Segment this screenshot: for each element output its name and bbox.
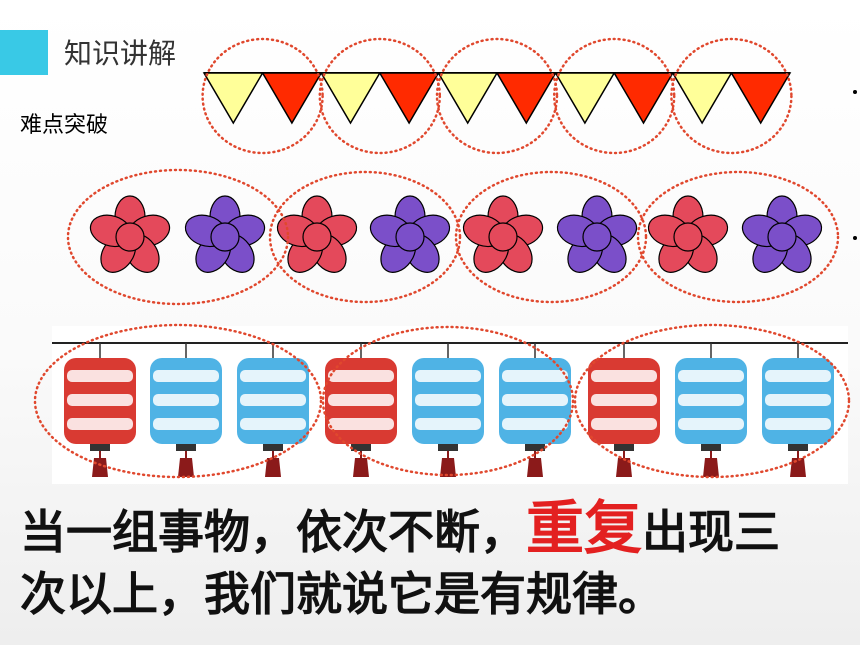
- group-circle: [573, 323, 851, 479]
- group-circle: [268, 170, 462, 304]
- group-circle: [318, 37, 442, 155]
- rule-text-part2: 出现三: [642, 505, 781, 559]
- flag-row: [201, 37, 857, 155]
- group-circle: [201, 37, 324, 155]
- red-flag: [261, 72, 323, 125]
- group-circle: [321, 325, 575, 477]
- group-circle: [454, 170, 648, 304]
- blue-lantern: [762, 343, 834, 477]
- group-circle: [66, 168, 290, 306]
- purple-flower: [737, 195, 827, 280]
- edge-dot: [853, 236, 857, 240]
- yellow-flag: [202, 72, 264, 125]
- red-flower: [272, 195, 362, 280]
- purple-flower: [552, 195, 642, 280]
- blue-lantern: [499, 343, 571, 477]
- lantern-row: [33, 323, 851, 484]
- red-lantern: [588, 343, 660, 477]
- rule-text-part1: 当一组事物，依次不断，: [20, 505, 526, 559]
- rule-highlight-word: 重复: [526, 497, 643, 562]
- red-flower: [643, 195, 733, 280]
- group-circle: [33, 323, 323, 479]
- blue-lantern: [412, 343, 484, 477]
- red-flag: [612, 72, 675, 125]
- yellow-flag: [671, 72, 733, 125]
- blue-lantern: [150, 343, 222, 477]
- group-circle: [670, 37, 793, 155]
- flower-row: [66, 168, 857, 306]
- blue-lantern: [237, 343, 309, 477]
- edge-dot: [853, 90, 857, 94]
- blue-lantern: [675, 343, 747, 477]
- red-flag: [730, 72, 792, 125]
- red-flag: [378, 72, 440, 125]
- section-title: 知识讲解: [64, 37, 177, 70]
- yellow-flag: [554, 72, 616, 125]
- red-flag: [495, 72, 557, 125]
- red-flower: [458, 195, 548, 280]
- rule-text-line2: 次以上，我们就说它是有规律。: [20, 567, 664, 621]
- red-flower: [85, 195, 175, 280]
- subtitle: 难点突破: [20, 113, 109, 138]
- group-circle: [552, 37, 676, 155]
- group-circle: [636, 170, 840, 304]
- section-accent-block: [0, 30, 48, 75]
- purple-flower: [180, 195, 270, 280]
- yellow-flag: [437, 72, 499, 125]
- group-circle: [435, 37, 559, 155]
- red-lantern: [64, 343, 136, 477]
- red-lantern: [325, 343, 397, 477]
- purple-flower: [365, 195, 455, 280]
- yellow-flag: [319, 72, 382, 125]
- rule-statement: 当一组事物，依次不断，重复出现三 次以上，我们就说它是有规律。: [20, 497, 860, 625]
